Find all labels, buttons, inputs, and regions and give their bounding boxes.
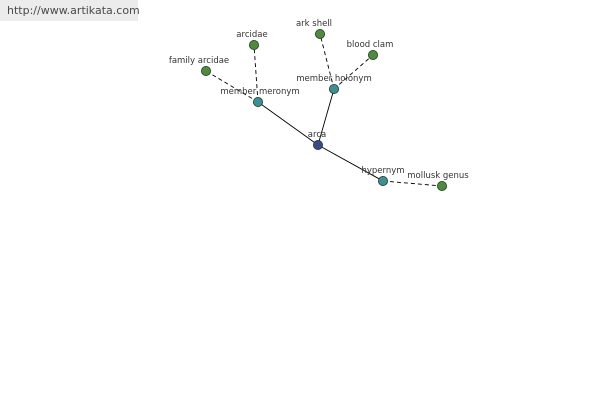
watermark-badge: http://www.artikata.com <box>0 0 140 21</box>
edge-member-holonym-to-blood-clam <box>333 54 374 90</box>
node-label-member-holonym: member holonym <box>296 74 371 84</box>
node-label-ark-shell: ark shell <box>296 19 332 29</box>
node-blood-clam[interactable] <box>367 50 378 61</box>
edge-member-meronym-to-arcidae <box>253 44 259 103</box>
node-member-meronym[interactable] <box>252 97 263 108</box>
edge-hypernym-to-mollusk-genus <box>382 180 443 187</box>
node-member-holonym[interactable] <box>328 84 339 95</box>
node-ark-shell[interactable] <box>314 28 325 39</box>
node-family-arcidae[interactable] <box>200 66 211 77</box>
edge-arca-to-hypernym <box>317 144 384 182</box>
node-hypernym[interactable] <box>377 175 388 186</box>
edge-arca-to-member-holonym <box>317 88 335 146</box>
node-label-arca: arca <box>308 130 326 140</box>
edge-arca-to-member-meronym <box>257 101 319 146</box>
node-mollusk-genus[interactable] <box>436 180 447 191</box>
node-label-blood-clam: blood clam <box>347 40 394 50</box>
node-arcidae[interactable] <box>248 40 259 51</box>
graph-edges <box>205 33 443 187</box>
node-label-arcidae: arcidae <box>236 30 267 40</box>
node-arca[interactable] <box>312 139 323 150</box>
node-label-family-arcidae: family arcidae <box>169 56 229 66</box>
graph-nodes <box>200 28 447 191</box>
watermark-url: http://www.artikata.com <box>7 4 140 17</box>
edge-member-meronym-to-family-arcidae <box>205 70 259 103</box>
node-label-hypernym: hypernym <box>361 166 404 176</box>
edge-member-holonym-to-ark-shell <box>319 33 335 90</box>
graph-labels: arca member meronym member holonym hypernym… <box>169 19 469 181</box>
node-label-member-meronym: member meronym <box>220 87 299 97</box>
node-label-mollusk-genus: mollusk genus <box>407 171 469 181</box>
